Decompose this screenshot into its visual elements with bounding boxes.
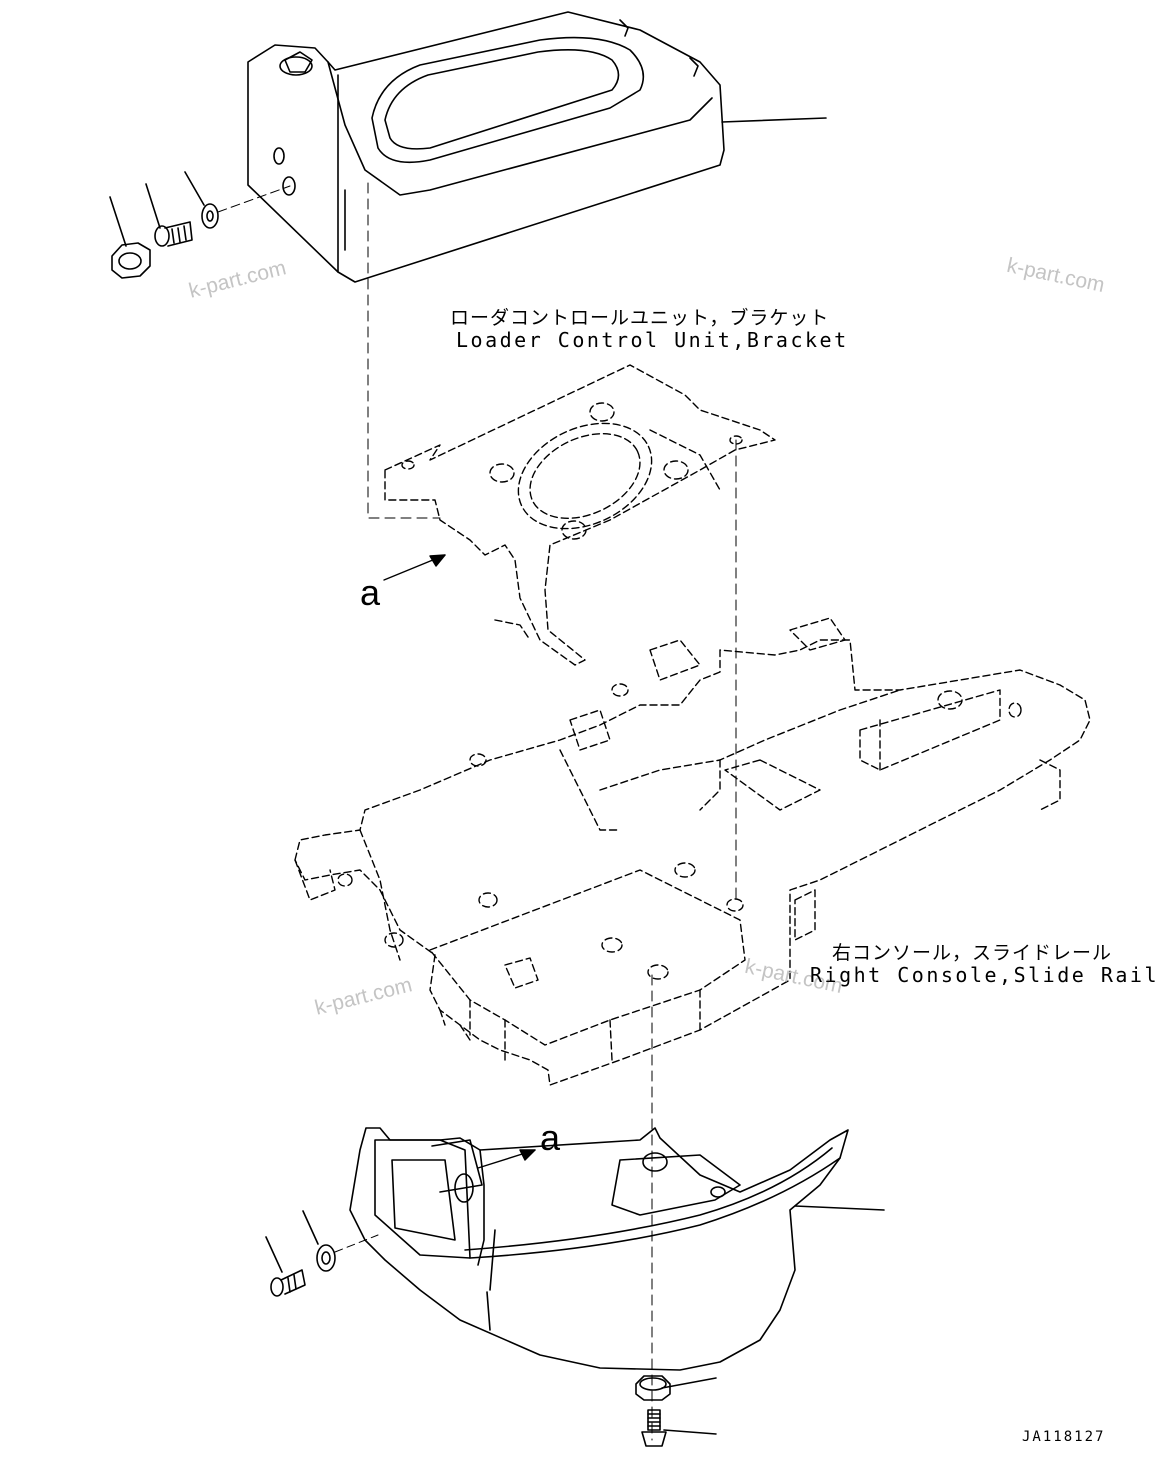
top-fasteners <box>109 171 291 279</box>
bottom-cover <box>349 1127 885 1371</box>
console-label-jp: 右コンソール，スライドレール <box>832 942 1113 964</box>
alignment-lines <box>367 182 737 1441</box>
console-label-en: Right Console,Slide Rail <box>810 963 1159 987</box>
bottom-fasteners <box>635 1375 717 1447</box>
bottom-left-fasteners <box>265 1210 379 1297</box>
right-console-frame <box>294 617 1091 1086</box>
top-cover <box>247 11 827 283</box>
reference-letter-a-upper: a <box>360 572 381 613</box>
reference-arrows <box>383 554 536 1169</box>
loader-label-jp: ローダコントロールユニット，ブラケット <box>450 307 830 329</box>
loader-control-bracket <box>384 364 776 666</box>
loader-label-en: Loader Control Unit,Bracket <box>456 328 849 352</box>
reference-letter-a-lower: a <box>540 1117 561 1158</box>
drawing-code: JA118127 <box>1022 1429 1106 1445</box>
